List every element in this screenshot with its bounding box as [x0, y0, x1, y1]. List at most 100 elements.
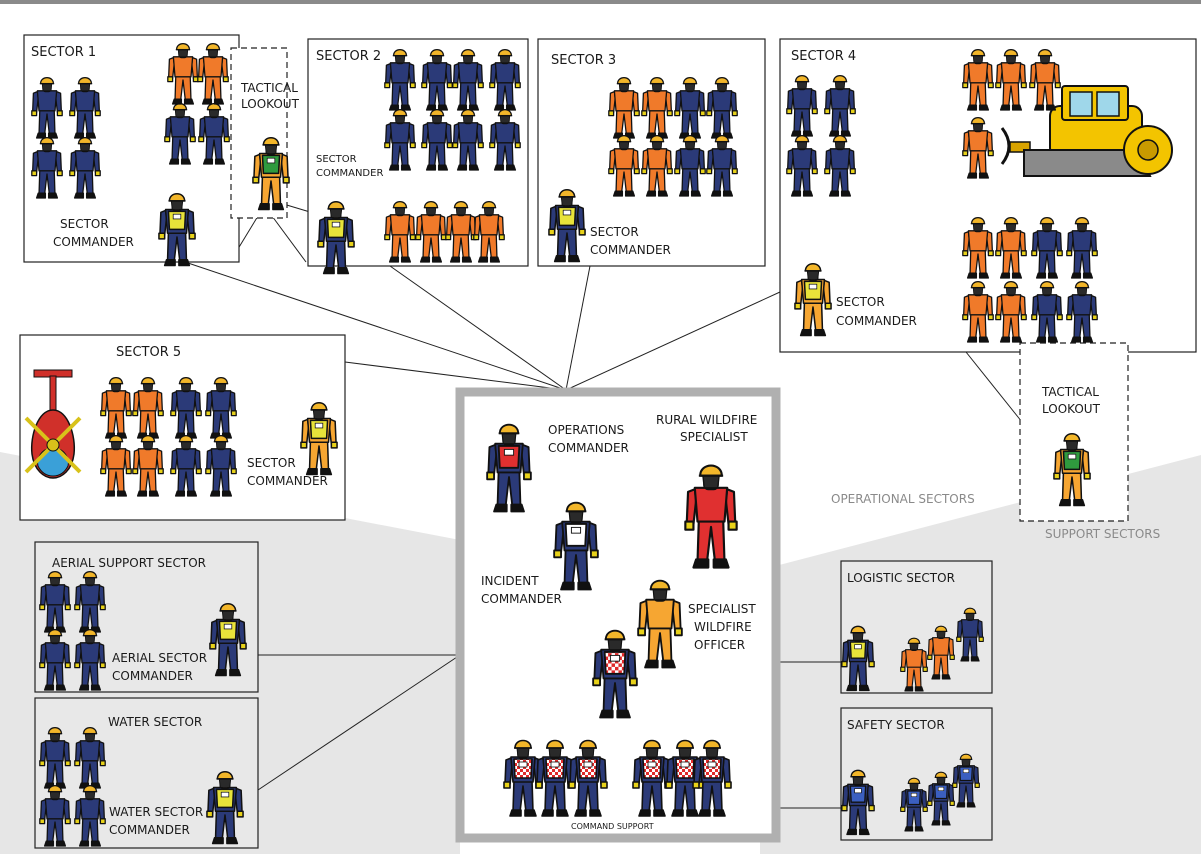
firefighter-figure-30 — [706, 134, 738, 197]
firefighter-figure-84 — [841, 769, 875, 836]
firefighter-figure-29 — [674, 134, 706, 197]
firefighter-figure-42 — [962, 280, 994, 343]
operations-commander-label-1: OPERATIONS — [548, 423, 624, 437]
firefighter-figure-72 — [39, 628, 71, 691]
firefighter-figure-53 — [132, 434, 164, 497]
firefighter-figure-49 — [1053, 433, 1091, 507]
firefighter-figure-69 — [692, 739, 732, 817]
firefighter-figure-2 — [31, 136, 63, 199]
zone-support-label: SUPPORT SECTORS — [1045, 527, 1160, 541]
safety-sector-title: SAFETY SECTOR — [847, 718, 945, 732]
firefighter-figure-38 — [1029, 48, 1061, 111]
firefighter-figure-16 — [452, 108, 484, 171]
firefighter-figure-24 — [641, 76, 673, 139]
firefighter-figure-61 — [684, 464, 738, 569]
firefighter-figure-6 — [167, 42, 199, 105]
firefighter-figure-43 — [995, 280, 1027, 343]
aerial-sector-title: AERIAL SUPPORT SECTOR — [52, 556, 206, 570]
firefighter-figure-63 — [592, 629, 638, 719]
firefighter-figure-48 — [794, 263, 832, 337]
water-sector-title: WATER SECTOR — [108, 715, 202, 729]
firefighter-figure-40 — [962, 216, 994, 279]
lookout-2-label-2: LOOKOUT — [1042, 402, 1101, 416]
s5-commander-label-1: SECTOR — [247, 456, 296, 470]
s4-commander-label-1: SECTOR — [836, 295, 885, 309]
sector-2-title: SECTOR 2 — [316, 49, 381, 64]
firefighter-figure-34 — [786, 134, 818, 197]
firefighter-figure-71 — [74, 570, 106, 633]
firefighter-figure-33 — [824, 74, 856, 137]
firefighter-figure-87 — [952, 753, 980, 808]
firefighter-figure-74 — [209, 603, 247, 677]
firefighter-figure-45 — [1066, 216, 1098, 279]
firefighter-figure-86 — [927, 771, 955, 826]
firefighter-figure-17 — [489, 108, 521, 171]
firefighter-figure-10 — [384, 48, 416, 111]
firefighter-figure-60 — [553, 501, 599, 591]
firefighter-figure-1 — [69, 76, 101, 139]
command-support-label: COMMAND SUPPORT — [571, 822, 654, 831]
firefighter-figure-7 — [197, 42, 229, 105]
top-rule — [0, 0, 1201, 4]
specialist-officer-label-2: WILDFIRE — [694, 620, 752, 634]
helicopter-icon — [24, 369, 82, 479]
firefighter-figure-77 — [39, 784, 71, 847]
labels: SECTOR 1 SECTOR 2 SECTOR 3 SECTOR 4 SECT… — [31, 45, 1160, 837]
lookout-1-label-1: TACTICAL — [240, 81, 298, 95]
zone-operational-label: OPERATIONAL SECTORS — [831, 492, 975, 506]
firefighter-figure-50 — [100, 376, 132, 439]
firefighter-figure-73 — [74, 628, 106, 691]
firefighter-figure-65 — [535, 739, 575, 817]
s1-commander-label-1: SECTOR — [60, 217, 109, 231]
aerial-commander-label-1: AERIAL SECTOR — [112, 651, 207, 665]
firefighter-figure-3 — [69, 136, 101, 199]
sector-1-title: SECTOR 1 — [31, 45, 96, 60]
firefighter-figure-46 — [1031, 280, 1063, 343]
firefighter-figure-8 — [158, 193, 196, 267]
firefighter-figure-55 — [205, 376, 237, 439]
specialist-officer-label-3: OFFICER — [694, 638, 745, 652]
operations-commander-label-2: COMMANDER — [548, 441, 629, 455]
water-commander-label-1: WATER SECTOR — [109, 805, 203, 819]
firefighter-figure-58 — [300, 402, 338, 476]
firefighter-figure-41 — [995, 216, 1027, 279]
firefighter-figure-64 — [503, 739, 543, 817]
bulldozer-icon — [1000, 85, 1173, 177]
s3-commander-label-2: COMMANDER — [590, 243, 671, 257]
firefighter-figure-57 — [205, 434, 237, 497]
firefighter-figure-44 — [1031, 216, 1063, 279]
firefighter-figure-79 — [206, 771, 244, 845]
firefighter-figure-39 — [962, 116, 994, 179]
specialist-officer-label-1: SPECIALIST — [688, 602, 756, 616]
firefighter-figure-54 — [170, 376, 202, 439]
firefighter-figure-5 — [198, 102, 230, 165]
firefighter-figure-66 — [568, 739, 608, 817]
firefighter-figure-4 — [164, 102, 196, 165]
firefighter-figure-22 — [317, 201, 355, 275]
s3-commander-label-1: SECTOR — [590, 225, 639, 239]
firefighter-figure-15 — [421, 108, 453, 171]
lookout-1-label-2: LOOKOUT — [241, 97, 300, 111]
firefighter-figure-85 — [900, 777, 928, 832]
firefighter-figure-36 — [962, 48, 994, 111]
s1-commander-label-2: COMMANDER — [53, 235, 134, 249]
firefighter-figure-35 — [824, 134, 856, 197]
s2-commander-label-1: SECTOR — [316, 154, 357, 165]
water-commander-label-2: COMMANDER — [109, 823, 190, 837]
s4-commander-label-2: COMMANDER — [836, 314, 917, 328]
firefighter-figure-25 — [608, 134, 640, 197]
firefighter-figure-21 — [473, 200, 505, 263]
firefighter-figure-81 — [900, 637, 928, 692]
sector-4-title: SECTOR 4 — [791, 49, 856, 64]
aerial-commander-label-2: COMMANDER — [112, 669, 193, 683]
firefighter-figure-67 — [632, 739, 672, 817]
firefighter-figure-9 — [252, 137, 290, 211]
firefighter-figure-23 — [608, 76, 640, 139]
firefighter-figure-62 — [637, 579, 683, 669]
s5-commander-label-2: COMMANDER — [247, 474, 328, 488]
firefighter-figure-11 — [421, 48, 453, 111]
firefighter-figure-18 — [384, 200, 416, 263]
firefighter-figure-78 — [74, 784, 106, 847]
